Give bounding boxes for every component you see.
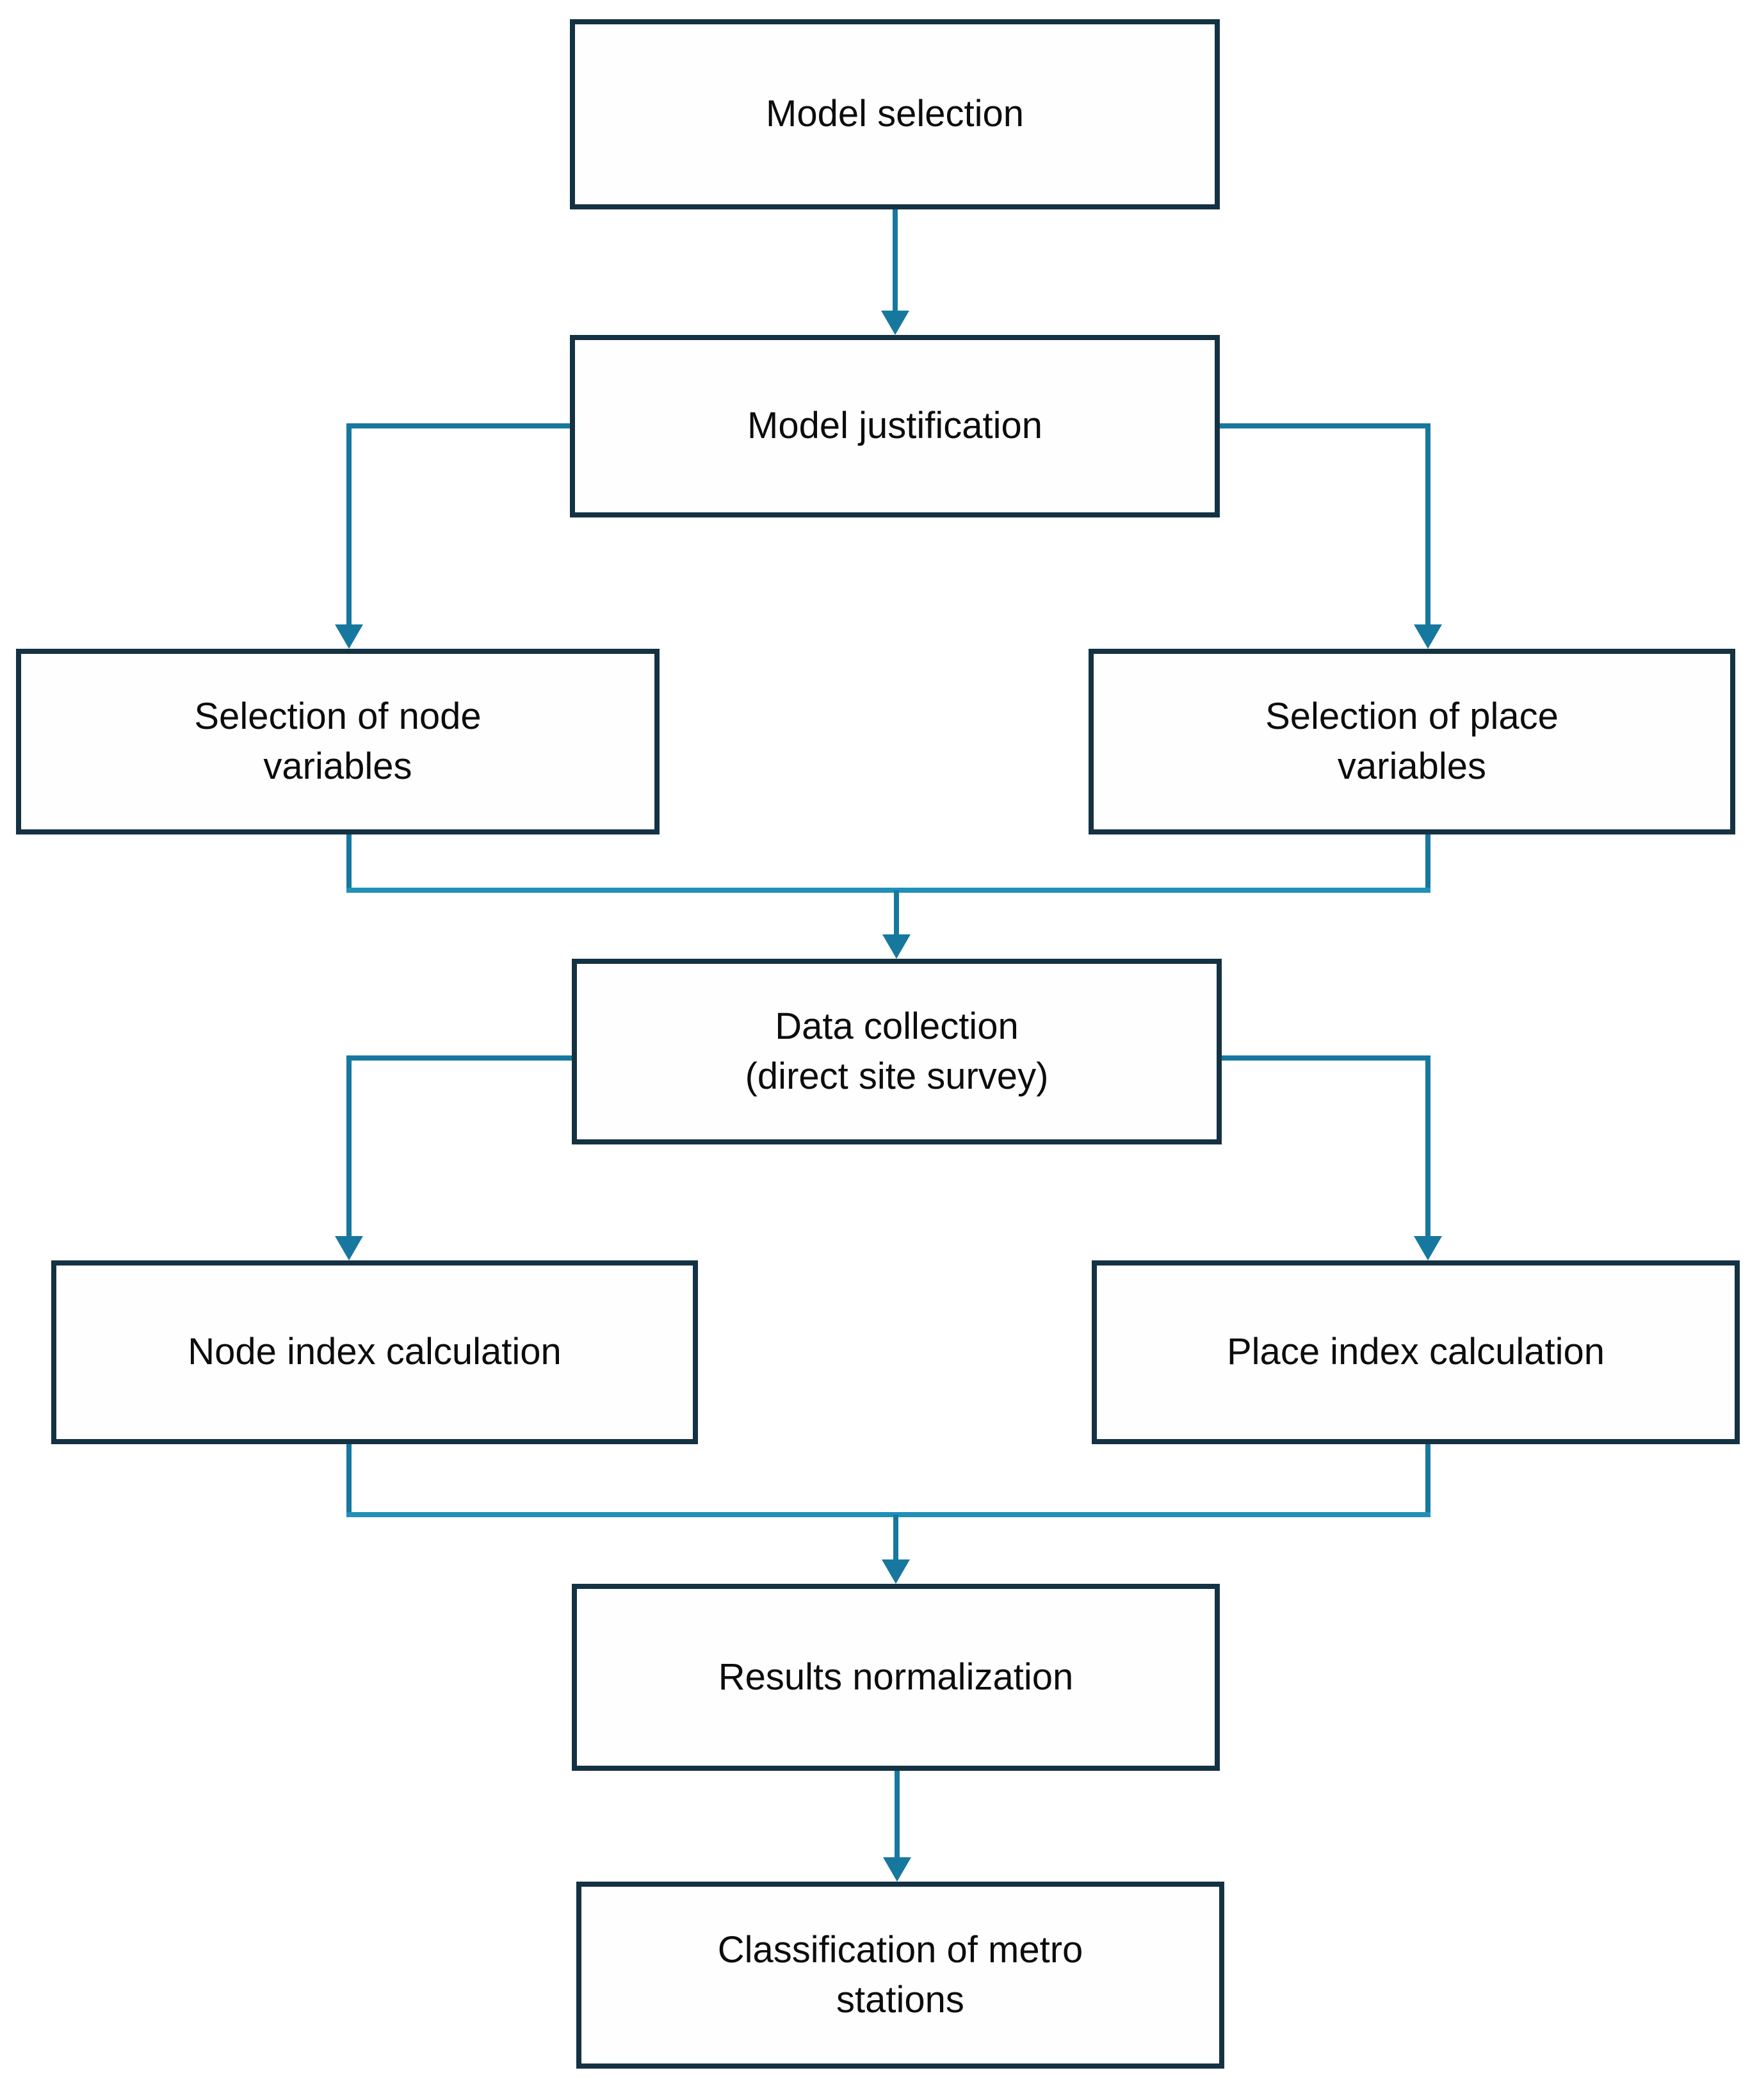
arrowhead-model-justification (881, 311, 909, 335)
arrowhead-selection-of-node-variables (335, 624, 363, 649)
arrowhead-classification-of-metro-stations (883, 1857, 911, 1882)
node-classification-of-metro-stations-label: Classification of metro stations (717, 1928, 1083, 2021)
node-selection-of-node-variables: Selection of node variables (16, 649, 660, 834)
node-model-selection-label: Model selection (766, 93, 1024, 135)
arrowhead-results-normalization (882, 1559, 910, 1584)
edge-data-collection-to-place-index-calculation (1220, 1055, 1430, 1239)
node-model-justification: Model justification (570, 335, 1220, 517)
node-results-normalization-label: Results normalization (718, 1656, 1074, 1698)
node-data-collection-label: Data collection (direct site survey) (745, 1005, 1049, 1097)
edge-model-justification-to-selection-of-place-variables (1218, 423, 1430, 628)
node-classification-of-metro-stations: Classification of metro stations (576, 1882, 1224, 2069)
node-data-collection: Data collection (direct site survey) (572, 959, 1222, 1144)
node-model-justification-label: Model justification (747, 405, 1042, 447)
node-place-index-calculation: Place index calculation (1092, 1260, 1740, 1444)
edge-model-justification-to-selection-of-node-variables (346, 423, 572, 628)
arrowhead-data-collection (882, 934, 911, 959)
node-node-index-calculation-label: Node index calculation (188, 1331, 562, 1373)
node-place-index-calculation-label: Place index calculation (1226, 1331, 1605, 1373)
arrowhead-place-index-calculation (1414, 1236, 1442, 1260)
node-selection-of-node-variables-label: Selection of node variables (194, 695, 482, 787)
node-node-index-calculation: Node index calculation (51, 1260, 698, 1444)
node-results-normalization: Results normalization (572, 1584, 1220, 1771)
node-selection-of-place-variables: Selection of place variables (1089, 649, 1735, 834)
arrowhead-selection-of-place-variables (1414, 624, 1442, 649)
node-model-selection: Model selection (570, 19, 1220, 209)
arrowhead-node-index-calculation (335, 1236, 363, 1260)
edge-data-collection-to-node-index-calculation (346, 1055, 574, 1239)
node-selection-of-place-variables-label: Selection of place variables (1265, 695, 1559, 787)
